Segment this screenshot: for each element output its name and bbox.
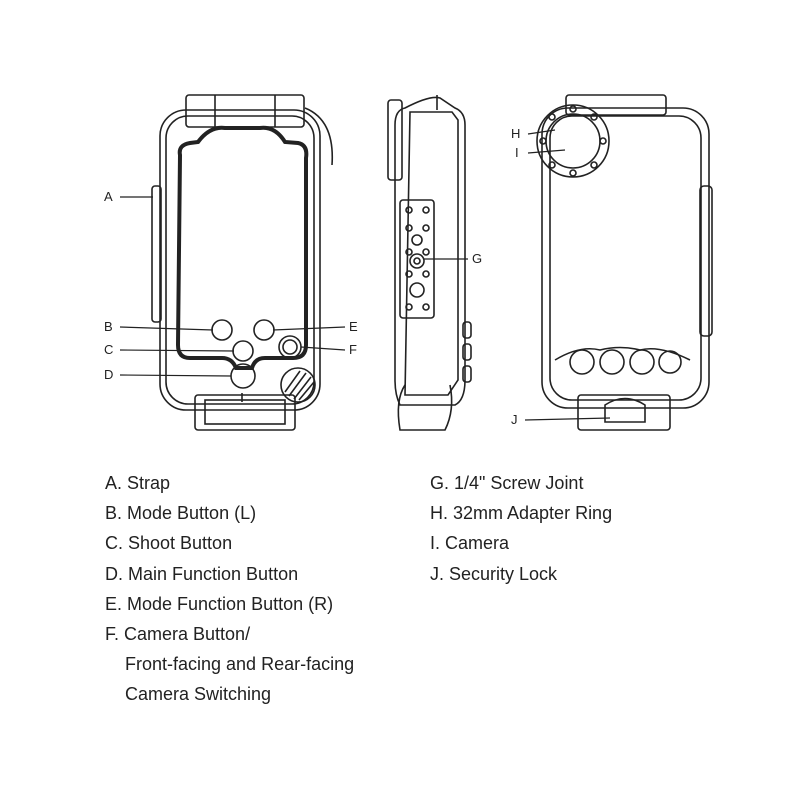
side-view <box>387 95 472 431</box>
legend-item-g: G. 1/4" Screw Joint <box>430 473 584 493</box>
callout-g: G <box>472 251 483 266</box>
legend-item-j: J. Security Lock <box>430 563 558 584</box>
leader-lines <box>119 129 611 421</box>
strap-left <box>151 185 162 323</box>
legend-item-h: H. 32mm Adapter Ring <box>430 503 613 524</box>
callout-b: B <box>104 319 113 334</box>
legend-item-i: I. Camera <box>430 533 510 554</box>
shoot-button <box>232 340 254 362</box>
legend-item-e: E. Mode Function Button (R) <box>105 593 334 614</box>
mode-function-button-r <box>253 319 275 341</box>
adapter-ring <box>536 104 610 178</box>
security-lock <box>577 394 671 431</box>
callout-d: D <box>104 367 114 382</box>
legend-item-d: D. Main Function Button <box>105 563 299 584</box>
callout-c: C <box>104 342 114 357</box>
callout-i: I <box>515 145 519 160</box>
lock-knob <box>280 367 316 403</box>
housing-diagram <box>119 94 713 431</box>
screen-window <box>175 125 309 370</box>
camera-lens <box>545 113 601 169</box>
callout-e: E <box>349 319 358 334</box>
callout-f: F <box>349 342 357 357</box>
legend-item-b: B. Mode Button (L) <box>105 503 257 524</box>
legend-item-f: F. Camera Button/ <box>105 623 251 644</box>
back-view <box>536 94 713 431</box>
legend-item-c: C. Shoot Button <box>105 533 233 554</box>
legend-right: G. 1/4" Screw Joint H. 32mm Adapter Ring… <box>430 468 612 589</box>
front-view <box>151 94 334 431</box>
mode-button-l <box>211 319 233 341</box>
callout-a: A <box>104 189 113 204</box>
legend-item-f-line3: Camera Switching <box>125 684 272 705</box>
callout-h: H <box>511 126 521 141</box>
strap-right <box>699 185 713 337</box>
legend-left: A. Strap B. Mode Button (L) C. Shoot But… <box>105 468 354 710</box>
legend-item-a: A. Strap <box>105 473 171 493</box>
callout-j: J <box>511 412 518 427</box>
legend-item-f-line2: Front-facing and Rear-facing <box>125 654 355 675</box>
